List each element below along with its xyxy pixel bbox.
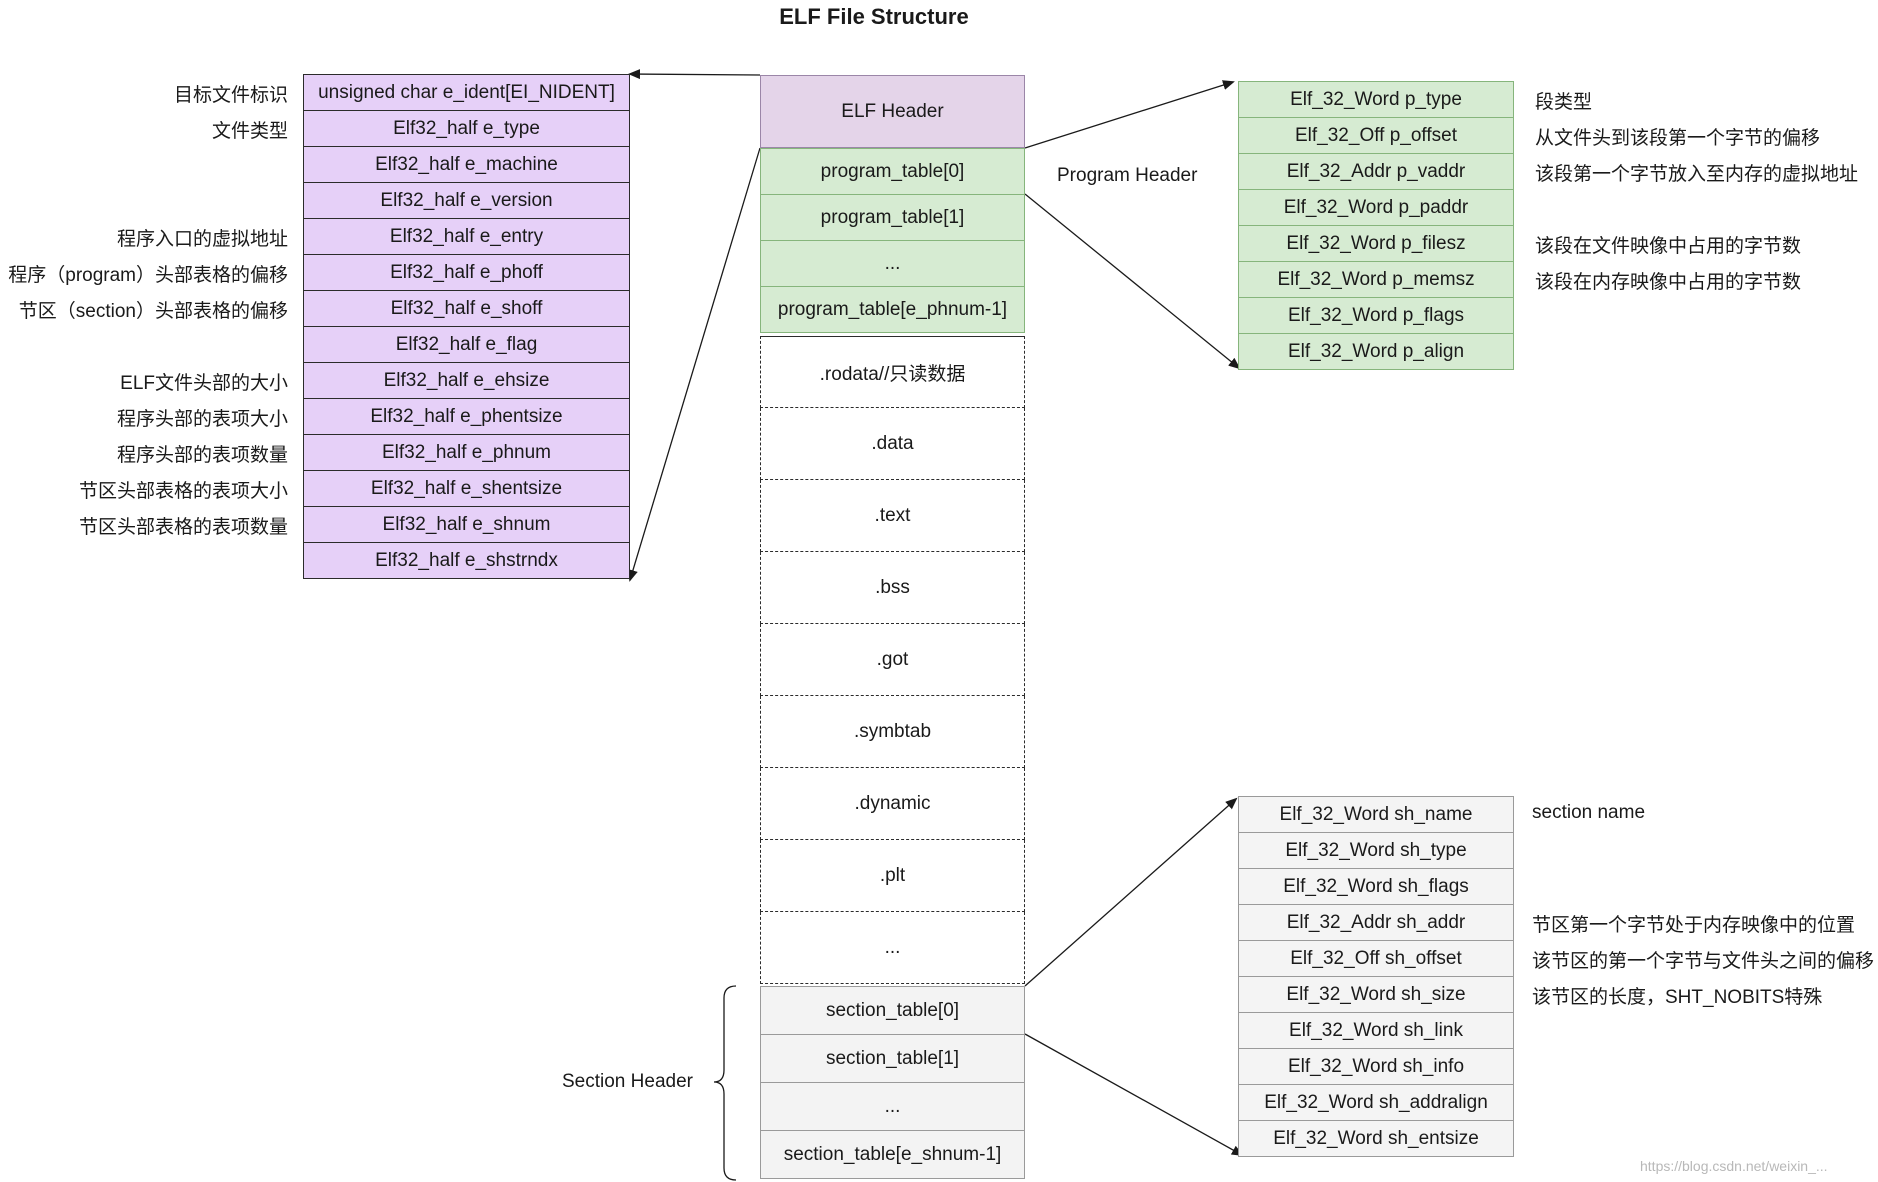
elf-header-box: ELF Header [760, 75, 1025, 148]
section-block: .bss [760, 552, 1025, 624]
elf-header-field: Elf32_half e_entry [303, 218, 630, 255]
program-header-field: Elf_32_Addr p_vaddr [1238, 153, 1514, 190]
section-header-field-note: 节区第一个字节处于内存映像中的位置 [1532, 915, 1856, 936]
section-header-field: Elf_32_Word sh_link [1238, 1012, 1514, 1049]
section-header-field: Elf_32_Word sh_name [1238, 796, 1514, 833]
program-header-field-note: 该段在文件映像中占用的字节数 [1535, 236, 1802, 257]
program-header-field: Elf_32_Word p_memsz [1238, 261, 1514, 298]
program-header-field: Elf_32_Word p_flags [1238, 297, 1514, 334]
section-header-field: Elf_32_Word sh_entsize [1238, 1120, 1514, 1157]
elf-header-field: Elf32_half e_ehsize [303, 362, 630, 399]
section-table-entry: section_table[e_shnum-1] [760, 1130, 1025, 1179]
program-table-entry: program_table[e_phnum-1] [760, 286, 1025, 333]
program-header-label: Program Header [1057, 165, 1198, 186]
section-table-entry: section_table[1] [760, 1034, 1025, 1083]
program-header-field-note: 段类型 [1535, 92, 1593, 113]
section-header-label: Section Header [562, 1071, 693, 1092]
program-table-entry: ... [760, 240, 1025, 287]
arrow-st0-to-shname [1024, 797, 1238, 987]
section-block: .rodata//只读数据 [760, 336, 1025, 408]
section-block: ... [760, 912, 1025, 984]
arrow-st0-to-shentsize [1024, 1033, 1244, 1156]
diagram-title: ELF File Structure [779, 4, 969, 29]
section-table-entry: section_table[0] [760, 986, 1025, 1035]
program-header-field: Elf_32_Word p_filesz [1238, 225, 1514, 262]
elf-header-field: Elf32_half e_shoff [303, 290, 630, 327]
program-header-field: Elf_32_Word p_align [1238, 333, 1514, 370]
arrow-header-to-ident [628, 69, 761, 80]
program-header-field-note: 该段在内存映像中占用的字节数 [1535, 272, 1802, 293]
section-header-field: Elf_32_Word sh_info [1238, 1048, 1514, 1085]
elf-header-field: Elf32_half e_flag [303, 326, 630, 363]
section-table-entry: ... [760, 1082, 1025, 1131]
section-header-field: Elf_32_Addr sh_addr [1238, 904, 1514, 941]
elf-header-field: Elf32_half e_shstrndx [303, 542, 630, 579]
elf-header-field-note: 文件类型 [211, 121, 288, 142]
elf-header-field: Elf32_half e_phnum [303, 434, 630, 471]
program-header-field-note: 该段第一个字节放入至内存的虚拟地址 [1535, 164, 1859, 185]
elf-header-field-note: 节区（section）头部表格的偏移 [18, 301, 288, 322]
elf-header-field-note: ELF文件头部的大小 [120, 373, 288, 394]
elf-header-field-note: 程序（program）头部表格的偏移 [8, 265, 288, 286]
section-header-brace [713, 985, 737, 1181]
elf-header-field: unsigned char e_ident[EI_NIDENT] [303, 74, 630, 111]
section-header-field-note: section name [1532, 802, 1646, 823]
section-block: .dynamic [760, 768, 1025, 840]
elf-header-field: Elf32_half e_shnum [303, 506, 630, 543]
section-block: .plt [760, 840, 1025, 912]
elf-header-field: Elf32_half e_type [303, 110, 630, 147]
section-header-field: Elf_32_Word sh_size [1238, 976, 1514, 1013]
program-header-field: Elf_32_Word p_paddr [1238, 189, 1514, 226]
elf-header-field: Elf32_half e_phentsize [303, 398, 630, 435]
elf-header-field: Elf32_half e_phoff [303, 254, 630, 291]
section-header-field: Elf_32_Word sh_addralign [1238, 1084, 1514, 1121]
section-header-field: Elf_32_Word sh_type [1238, 832, 1514, 869]
section-header-field-note: 该节区的长度，SHT_NOBITS特殊 [1532, 987, 1823, 1008]
program-header-field-note: 从文件头到该段第一个字节的偏移 [1535, 128, 1821, 149]
elf-header-field: Elf32_half e_machine [303, 146, 630, 183]
elf-header-field-note: 程序入口的虚拟地址 [116, 229, 288, 250]
section-block: .got [760, 624, 1025, 696]
program-header-field: Elf_32_Off p_offset [1238, 117, 1514, 154]
program-header-field: Elf_32_Word p_type [1238, 81, 1514, 118]
elf-header-field-note: 目标文件标识 [173, 85, 288, 106]
elf-header-field: Elf32_half e_version [303, 182, 630, 219]
elf-header-field-note: 程序头部的表项大小 [116, 409, 288, 430]
section-block: .text [760, 480, 1025, 552]
elf-header-field-note: 程序头部的表项数量 [116, 445, 288, 466]
program-table-entry: program_table[0] [760, 148, 1025, 195]
elf-header-field: Elf32_half e_shentsize [303, 470, 630, 507]
section-block: .symbtab [760, 696, 1025, 768]
arrow-header-to-shstrndx [628, 147, 761, 582]
arrow-pt0-to-palign [1024, 193, 1241, 370]
arrow-pt0-to-ptype [1024, 80, 1235, 149]
section-header-field: Elf_32_Word sh_flags [1238, 868, 1514, 905]
section-header-field: Elf_32_Off sh_offset [1238, 940, 1514, 977]
section-block: .data [760, 408, 1025, 480]
elf-header-field-note: 节区头部表格的表项大小 [78, 481, 288, 502]
section-header-field-note: 该节区的第一个字节与文件头之间的偏移 [1532, 951, 1875, 972]
program-table-entry: program_table[1] [760, 194, 1025, 241]
elf-header-field-note: 节区头部表格的表项数量 [78, 517, 288, 538]
watermark: https://blog.csdn.net/weixin_... [1640, 1158, 1828, 1174]
